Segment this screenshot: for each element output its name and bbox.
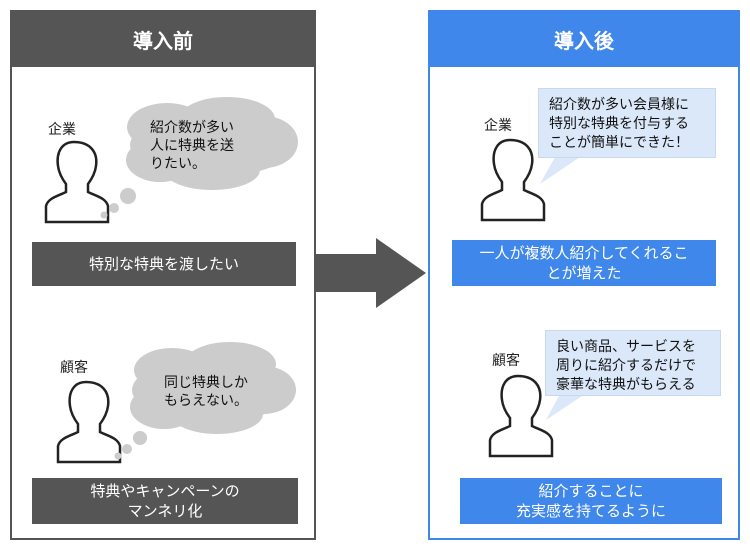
before-company-label: 企業 — [48, 122, 76, 138]
before-company-thought-cloud — [100, 97, 298, 219]
before-customer-caption: 特典やキャンペーンの マンネリ化 — [32, 478, 298, 524]
before-customer-label: 顧客 — [60, 360, 88, 376]
after-company-caption: 一人が複数人紹介してくれるこ とが増えた — [452, 240, 716, 286]
after-customer-person-icon — [488, 374, 554, 458]
before-company-thought: 紹介数が多い 人に特典を送 りたい。 — [150, 120, 234, 172]
before-customer-thought: 同じ特典しか もらえない。 — [164, 375, 248, 409]
after-graphics — [480, 138, 585, 458]
after-customer-speech: 良い商品、サービスを 周りに紹介するだけで 豪華な特典がもらえる — [545, 330, 721, 396]
after-customer-caption: 紹介することに 充実感を持てるように — [460, 478, 722, 524]
before-company-caption: 特別な特典を渡したい — [32, 242, 296, 286]
before-panel: 導入前 企業 — [10, 10, 316, 540]
before-customer-person-icon — [56, 380, 122, 464]
right-arrow-icon — [316, 238, 426, 308]
before-graphics — [44, 97, 298, 464]
after-company-label: 企業 — [484, 118, 512, 134]
after-company-speech: 紹介数が多い会員様に 特別な特典を付与する ことが簡単にできた！ — [538, 88, 716, 158]
after-customer-label: 顧客 — [492, 353, 520, 369]
before-header: 導入前 — [12, 12, 314, 67]
after-company-speech-tail — [540, 157, 580, 184]
after-panel: 導入後 企業 紹介数が多い会員様に 特別な特典を付与する ことが簡単にできた！ … — [428, 10, 740, 540]
after-customer-speech-tail — [546, 394, 585, 420]
after-header: 導入後 — [430, 12, 738, 67]
before-company-person-icon — [44, 140, 110, 224]
before-customer-thought-cloud — [114, 342, 296, 460]
after-company-person-icon — [480, 138, 546, 222]
